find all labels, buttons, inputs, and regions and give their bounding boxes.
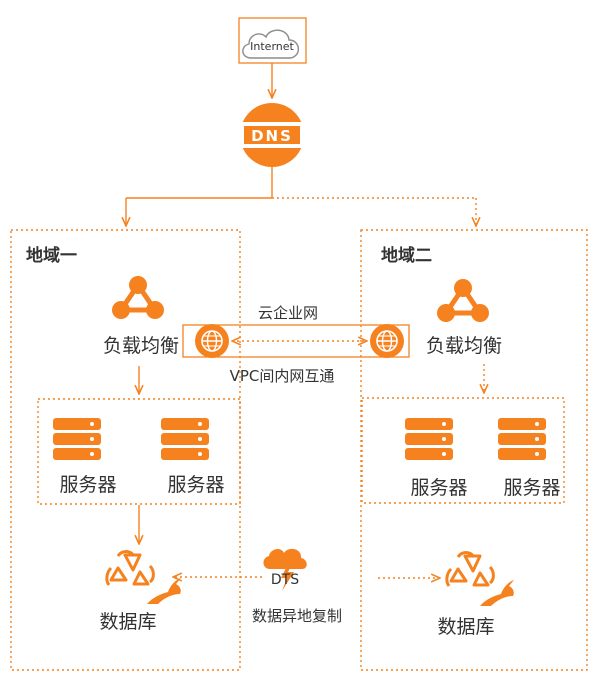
cloud-icon — [242, 29, 300, 59]
region-1-title: 地域一 — [26, 245, 77, 266]
server-icon — [405, 418, 453, 460]
region-2-server-group — [361, 397, 565, 504]
region-2-container — [360, 229, 588, 671]
globe-icon — [195, 324, 229, 358]
server-icon — [498, 418, 546, 460]
region-1-server-group — [37, 398, 241, 505]
dts-icon: DTS — [263, 548, 307, 591]
dns-icon: DNS — [240, 103, 304, 167]
region-2-server-label-2: 服务器 — [503, 477, 560, 499]
load-balancer-icon — [437, 279, 489, 322]
cen-link-box — [182, 324, 410, 358]
region-1-server-label-2: 服务器 — [167, 474, 224, 496]
load-balancer-icon — [112, 276, 164, 319]
region-2-database-label: 数据库 — [437, 616, 494, 638]
region-1-database-label: 数据库 — [99, 611, 156, 633]
dts-caption: 数据异地复制 — [252, 607, 342, 625]
server-icon — [53, 418, 101, 460]
internet-label: Internet — [250, 40, 294, 53]
region-2-server-label-1: 服务器 — [410, 477, 467, 499]
database-icon — [105, 550, 181, 604]
region-2-load-balancer-label: 负载均衡 — [426, 335, 502, 357]
vpc-interconnect-label: VPC间内网互通 — [230, 367, 335, 385]
region-1-load-balancer-label: 负载均衡 — [103, 335, 179, 357]
region-1-server-label-1: 服务器 — [59, 474, 116, 496]
region-2-title: 地域二 — [381, 245, 432, 266]
dns-label: DNS — [251, 127, 293, 145]
server-icon — [161, 418, 209, 460]
globe-icon — [370, 324, 404, 358]
cen-label: 云企业网 — [258, 304, 318, 322]
database-icon — [445, 551, 514, 606]
dts-label: DTS — [271, 572, 299, 588]
